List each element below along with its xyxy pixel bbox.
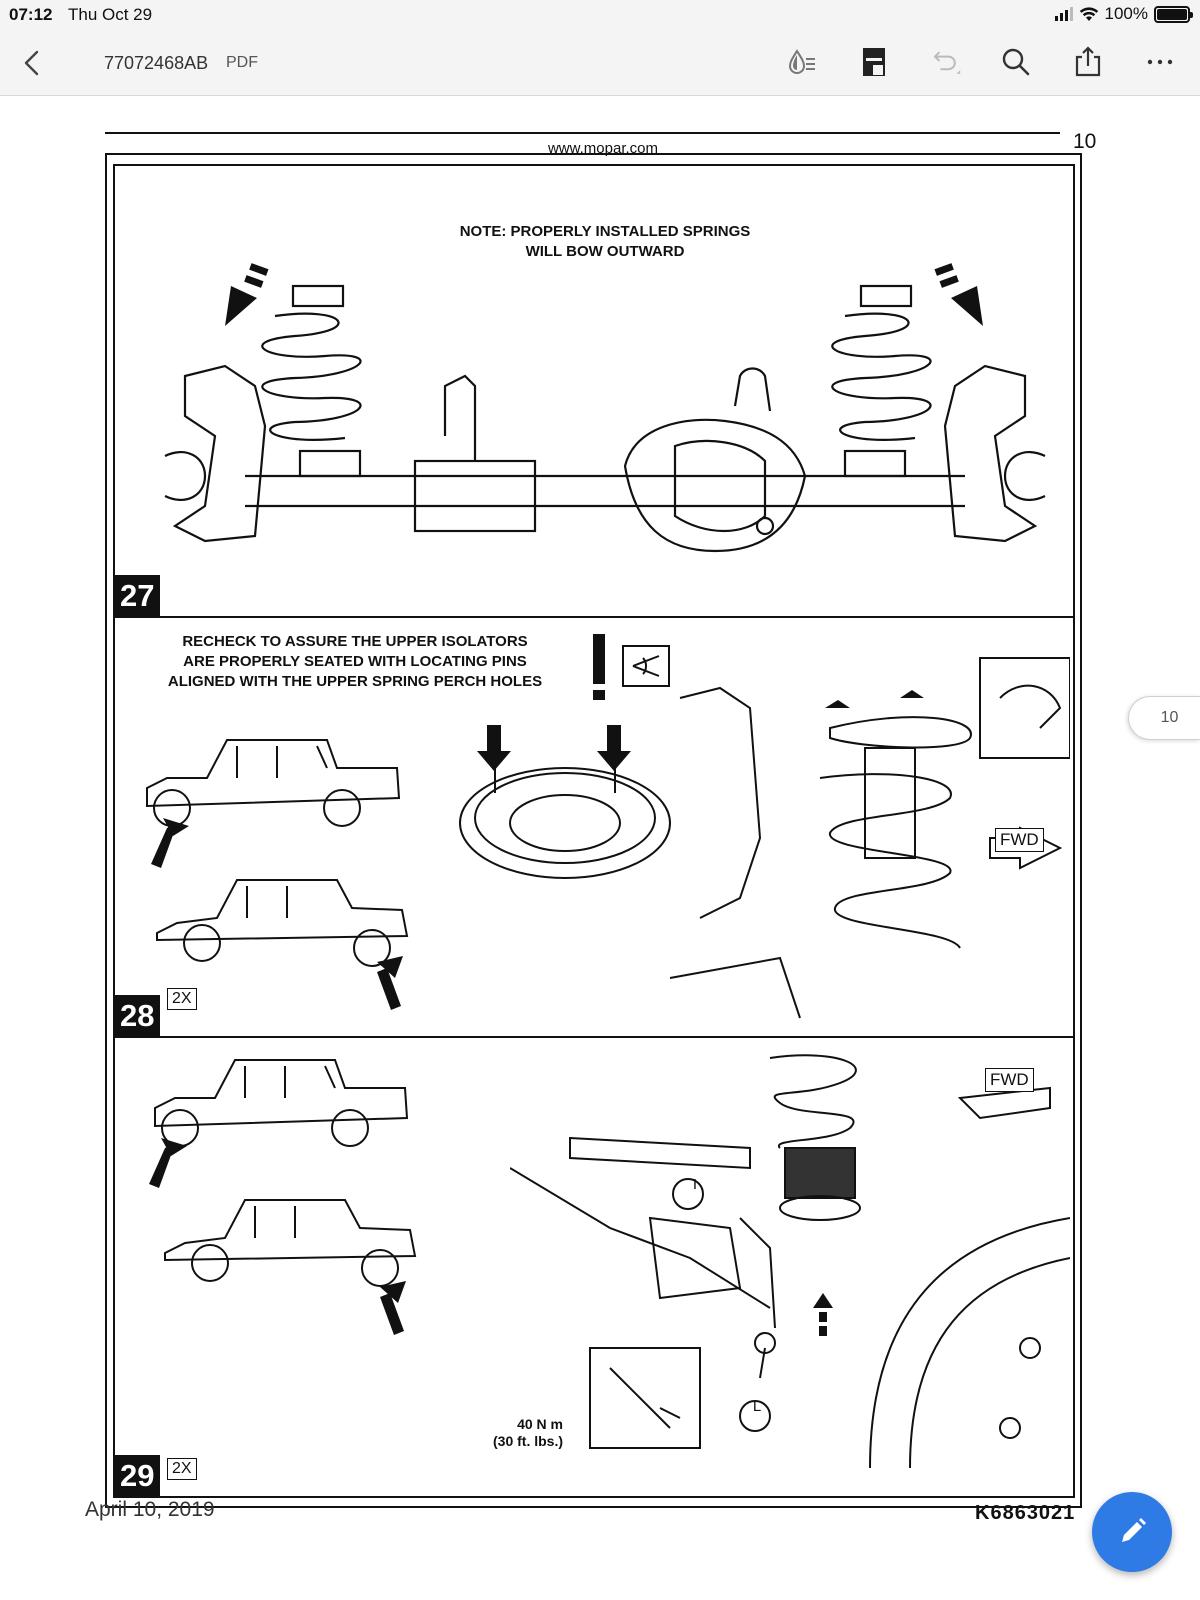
step-28: RECHECK TO ASSURE THE UPPER ISOLATORS AR… [115,618,1073,1038]
header-rule [105,132,1060,134]
instruction-frame: NOTE: PROPERLY INSTALLED SPRINGS WILL BO… [105,153,1082,1508]
wifi-icon [1079,7,1098,21]
document-title: 77072468AB [104,53,209,73]
step-28-note: RECHECK TO ASSURE THE UPPER ISOLATORS AR… [167,633,543,690]
search-button[interactable] [998,44,1034,80]
warning-icon [593,634,670,700]
cellular-signal-icon [1054,7,1073,21]
pdf-toolbar: 77072468AB PDF [0,30,1200,96]
vehicle-front-lift-illustration [146,739,409,1010]
step-29-callout-i: I [692,1176,698,1193]
footer-code: K6863021 [975,1502,1076,1524]
step-29: I L FWD 40 N m (30 ft. lbs.) 2X 29 [115,1038,1073,1496]
status-bar: 07:12 Thu Oct 29 100% [0,0,1200,30]
share-icon [1075,46,1101,77]
search-icon [1002,48,1030,76]
pencil-icon [1122,1518,1146,1542]
footer-date: April 10, 2019 [85,1498,215,1521]
battery-icon [1154,5,1193,23]
step-29-number: 29 [115,1455,161,1496]
step-28-fwd-label: FWD [995,828,1044,852]
pdf-page: 10 www.mopar.com NOTE: PROPERLY INSTALLE… [85,128,1110,1538]
axle-spring-illustration [164,263,1046,553]
step-27: NOTE: PROPERLY INSTALLED SPRINGS WILL BO… [115,166,1073,618]
battery-percent: 100% [1104,4,1148,23]
back-button[interactable] [16,46,50,80]
status-date: Thu Oct 29 [68,5,153,24]
reader-mode-button[interactable] [784,44,820,80]
step-28-quantity: 2X [167,988,197,1010]
page-indicator-number: 10 [1160,709,1179,726]
step-29-callout-l: L [752,1398,762,1415]
instruction-frame-inner: NOTE: PROPERLY INSTALLED SPRINGS WILL BO… [113,164,1075,1498]
page-layout-icon [863,48,885,76]
undo-button[interactable] [926,44,962,80]
reader-mode-icon [788,49,815,74]
rear-spring-jounce-illustration [510,1054,1070,1469]
share-button[interactable] [1070,44,1106,80]
step-28-number: 28 [115,995,161,1036]
back-chevron-icon [24,50,39,76]
step-27-number: 27 [115,575,161,616]
document-type: PDF [226,54,258,71]
step-29-fwd-label: FWD [985,1068,1034,1092]
vehicle-rear-lift-illustration [149,1059,417,1335]
more-button[interactable] [1142,44,1178,80]
step-29-quantity: 2X [167,1458,197,1480]
upper-isolator-illustration [459,725,671,879]
status-time: 07:12 [9,5,53,24]
page-layout-button[interactable] [856,44,892,80]
page-indicator-tab[interactable]: 10 [1128,696,1200,740]
status-indicators: 100% [1054,4,1193,24]
step-27-note: NOTE: PROPERLY INSTALLED SPRINGS WILL BO… [459,223,751,260]
page-url: www.mopar.com [547,140,659,157]
more-icon [1147,59,1173,65]
step-29-torque-spec: 40 N m (30 ft. lbs.) [493,1416,564,1449]
page-number: 10 [1073,130,1097,153]
edit-fab-button[interactable] [1092,1492,1172,1572]
undo-icon [933,51,961,74]
